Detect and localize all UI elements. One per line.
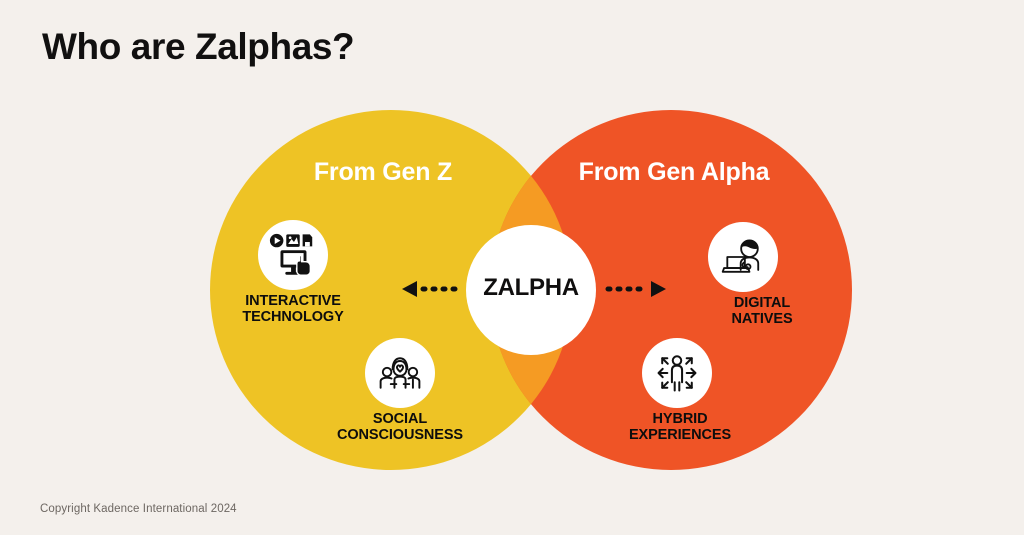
dotted-arrow-right-icon <box>605 281 666 297</box>
dotted-arrow-left-icon <box>402 281 458 297</box>
people-heart-icon <box>365 338 435 408</box>
trait-digital-natives-label: DIGITAL NATIVES <box>731 295 793 327</box>
venn-label-gen-alpha: From Gen Alpha <box>578 158 770 186</box>
page-title: Who are Zalphas? <box>42 26 355 67</box>
zalpha-center-circle <box>466 225 596 355</box>
venn-circle-gen-alpha <box>490 110 852 470</box>
trait-hybrid-experiences: HYBRID EXPERIENCES <box>618 338 742 443</box>
person-laptop-icon <box>708 222 778 292</box>
person-arrows-outward-icon <box>642 338 712 408</box>
zalpha-badge-label: ZALPHA <box>483 274 579 301</box>
monitor-touch-media-icon <box>258 220 328 290</box>
trait-interactive-technology-label: INTERACTIVE TECHNOLOGY <box>242 293 344 325</box>
venn-label-gen-z: From Gen Z <box>313 158 453 186</box>
trait-interactive-technology: INTERACTIVE TECHNOLOGY <box>228 220 358 325</box>
trait-digital-natives: DIGITAL NATIVES <box>700 222 824 327</box>
trait-social-consciousness: SOCIAL CONSCIOUSNESS <box>320 338 480 443</box>
trait-hybrid-experiences-label: HYBRID EXPERIENCES <box>628 411 732 443</box>
copyright-notice: Copyright Kadence International 2024 <box>40 503 237 515</box>
trait-social-consciousness-label: SOCIAL CONSCIOUSNESS <box>337 411 463 443</box>
venn-circle-gen-z <box>210 110 572 470</box>
